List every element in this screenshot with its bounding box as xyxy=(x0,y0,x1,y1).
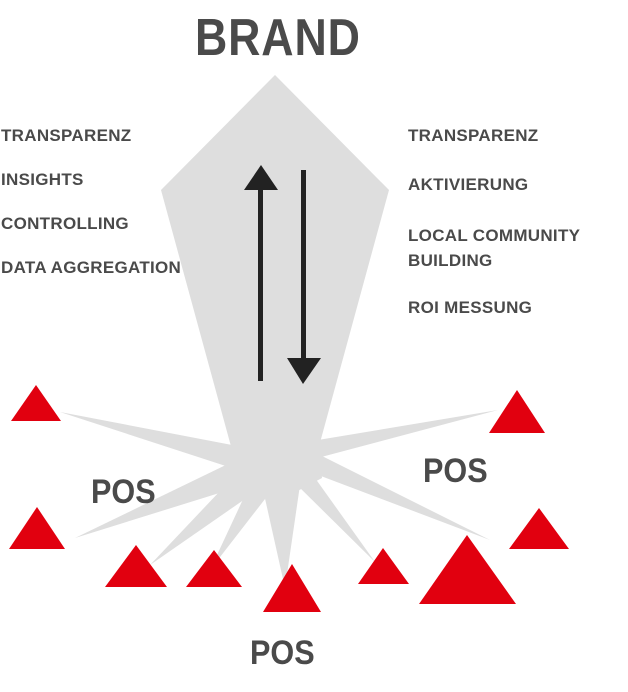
pos-triangle xyxy=(489,390,545,433)
left-list-item: DATA AGGREGATION xyxy=(1,258,182,277)
pos-starburst xyxy=(60,410,498,588)
brand-title: BRAND xyxy=(195,9,361,67)
spike-lower-left xyxy=(75,462,245,538)
left-list-item: INSIGHTS xyxy=(1,170,84,189)
spike-left-bottom xyxy=(210,480,272,570)
brand-funnel-shape xyxy=(161,75,389,450)
arrow-up-icon xyxy=(244,165,278,381)
pos-triangle xyxy=(186,550,242,587)
spike-left-mid xyxy=(150,472,258,565)
pos-triangle xyxy=(509,508,569,549)
spike-bottom xyxy=(262,485,300,588)
right-list-item: AKTIVIERUNG xyxy=(408,175,529,194)
pos-triangle xyxy=(263,564,321,612)
starburst-hub xyxy=(228,440,322,495)
arrow-down-icon xyxy=(287,170,321,384)
right-list-item: TRANSPARENZ xyxy=(408,126,539,145)
pos-label-bottom: POS xyxy=(250,634,315,672)
spike-lower-right xyxy=(305,455,490,540)
pos-triangle xyxy=(419,535,516,604)
pos-triangles xyxy=(9,385,569,612)
right-list-item: LOCAL COMMUNITY BUILDING xyxy=(408,226,580,270)
pos-triangle xyxy=(358,548,409,584)
pos-label-right: POS xyxy=(423,452,488,490)
pos-triangle xyxy=(9,507,65,549)
spike-right-bottom xyxy=(292,478,375,562)
spike-upper-right xyxy=(310,410,498,460)
left-list-item: CONTROLLING xyxy=(1,214,129,233)
pos-triangle xyxy=(105,545,167,587)
spike-upper-left xyxy=(60,412,238,470)
pos-label-left: POS xyxy=(91,473,156,511)
right-list-item: ROI MESSUNG xyxy=(408,298,533,317)
pos-triangle xyxy=(11,385,61,421)
left-list-item: TRANSPARENZ xyxy=(1,126,132,145)
